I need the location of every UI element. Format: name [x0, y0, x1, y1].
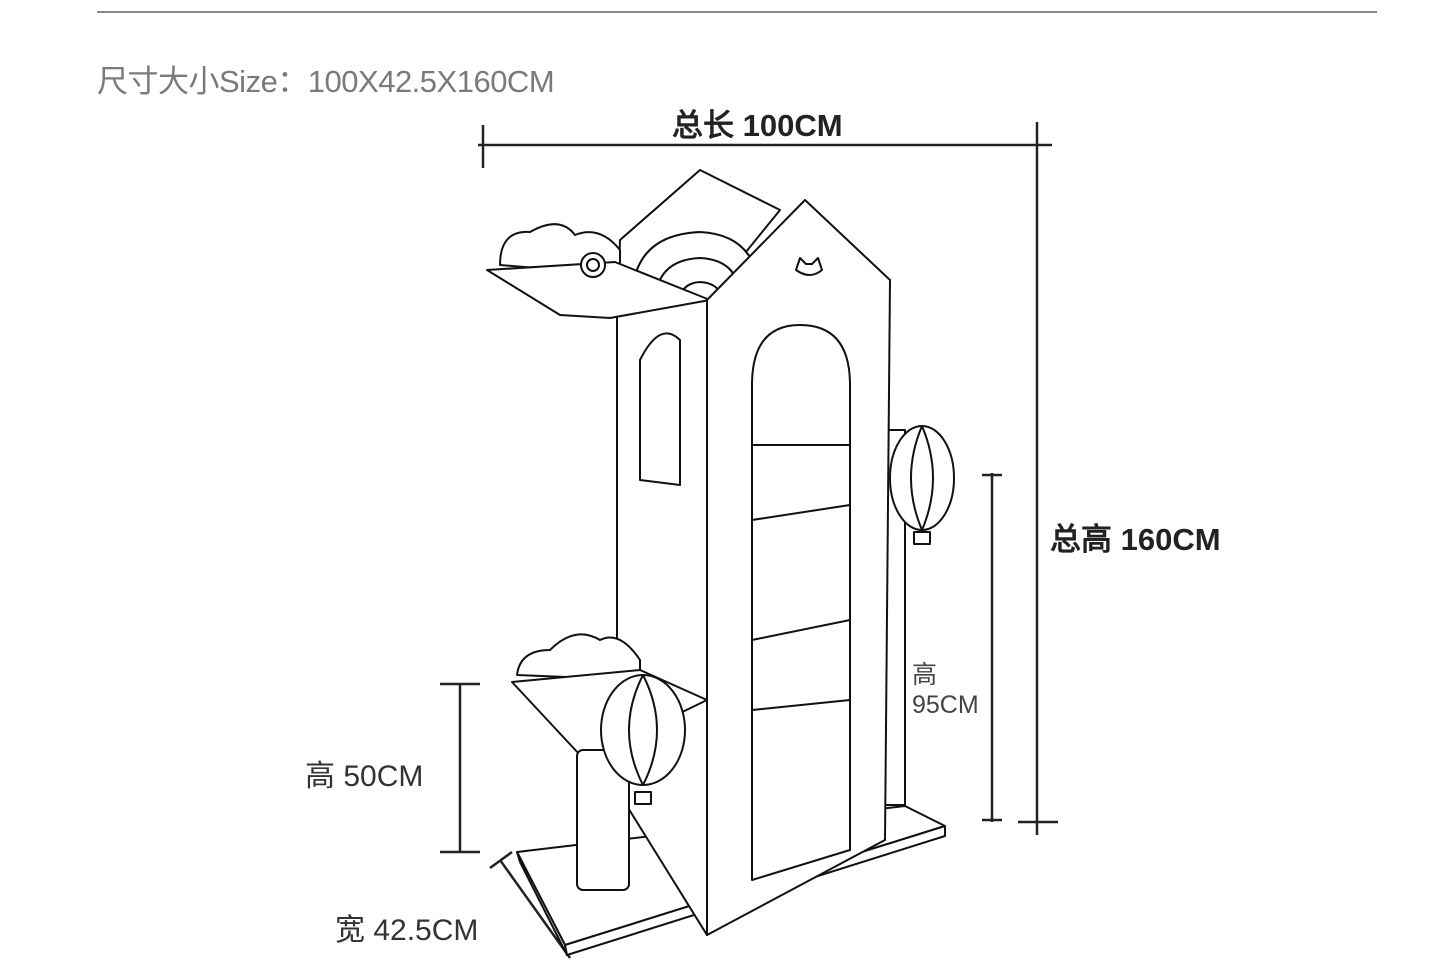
- total-height-label: 总高 160CM: [1050, 522, 1221, 557]
- total-length-label: 总长 100CM: [672, 108, 843, 143]
- cat-logo: [795, 257, 823, 276]
- inner-height-value: 95CM: [912, 691, 979, 719]
- width-dimension-line: [498, 859, 572, 959]
- width-label: 宽 42.5CM: [335, 914, 479, 947]
- dimension-lines: [440, 122, 1058, 959]
- inner-height-label: 高: [912, 661, 938, 689]
- cat-tree-drawing: [486, 169, 955, 956]
- low-height-label: 高 50CM: [305, 760, 424, 793]
- size-label: 尺寸大小Size：100X42.5X160CM: [97, 64, 555, 99]
- front-arch-window: [751, 324, 851, 881]
- low-cloud: [516, 633, 641, 681]
